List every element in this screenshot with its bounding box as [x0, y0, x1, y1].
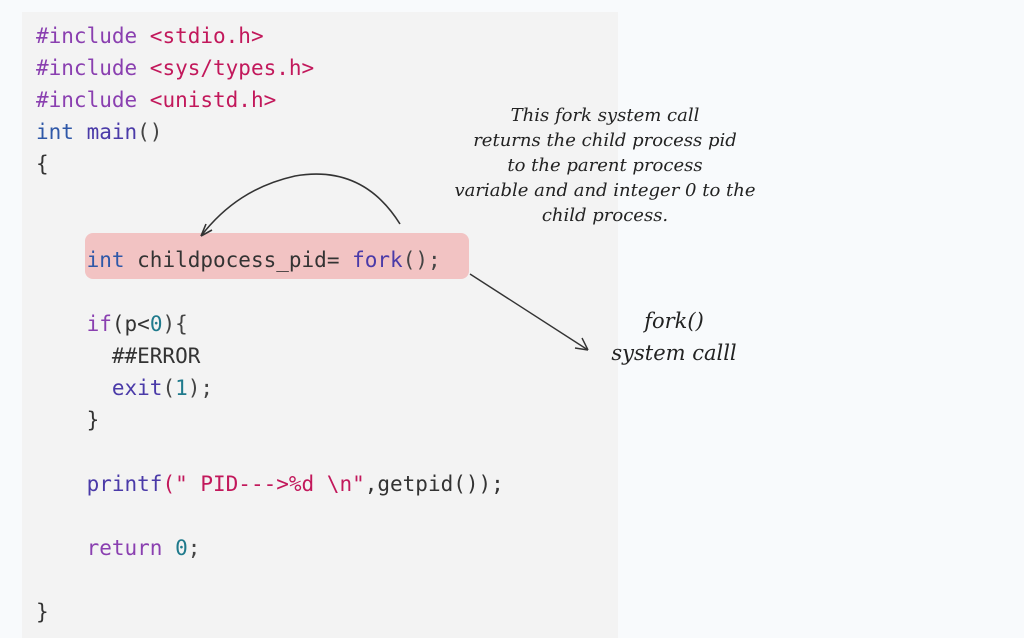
- code-token: <sys/types.h>: [149, 56, 315, 80]
- code-token: );: [187, 376, 214, 400]
- code-token: childpocess_pid: [137, 248, 327, 272]
- code-token: (" PID--->%d \n": [162, 472, 365, 496]
- code-line: [36, 436, 504, 468]
- code-token: }: [36, 600, 49, 624]
- code-line: [36, 564, 504, 596]
- code-token: {: [36, 152, 49, 176]
- code-line: #include <unistd.h>: [36, 84, 504, 116]
- code-line: [36, 276, 504, 308]
- code-line: [36, 500, 504, 532]
- code-line: }: [36, 404, 504, 436]
- fork-explanation-note: This fork system call returns the child …: [454, 105, 756, 226]
- code-token: ){: [162, 312, 188, 336]
- code-token: #include: [36, 88, 150, 112]
- code-token: =: [326, 248, 353, 272]
- code-token: 1: [175, 376, 188, 400]
- code-token: ;: [187, 536, 201, 560]
- code-token: (): [137, 120, 163, 144]
- code-token: int: [36, 120, 87, 144]
- code-token: [36, 472, 87, 496]
- code-token: main: [86, 120, 138, 144]
- code-line: printf(" PID--->%d \n",getpid());: [36, 468, 504, 500]
- code-token: <unistd.h>: [149, 88, 277, 112]
- code-token: [36, 312, 87, 336]
- code-token: fork: [352, 248, 403, 272]
- code-token: return: [86, 536, 176, 560]
- code-token: 0: [175, 536, 188, 560]
- code-line: int main(): [36, 116, 504, 148]
- code-token: ();: [402, 248, 441, 272]
- code-token: [36, 536, 87, 560]
- code-token: (: [162, 376, 176, 400]
- code-token: #include: [36, 24, 150, 48]
- code-token: #include: [36, 56, 150, 80]
- code-token: exit: [111, 376, 163, 400]
- code-line: #include <sys/types.h>: [36, 52, 504, 84]
- code-token: printf: [86, 472, 163, 496]
- code-token: ##ERROR: [36, 344, 201, 368]
- fork-line-highlight: [85, 233, 469, 279]
- code-token: (p<: [111, 312, 150, 336]
- code-line: #include <stdio.h>: [36, 20, 504, 52]
- code-token: 0: [149, 312, 163, 336]
- code-line: {: [36, 148, 504, 180]
- fork-system-call-note: fork() system calll: [611, 309, 737, 365]
- code-line: return 0;: [36, 532, 504, 564]
- code-line: int childpocess_pid= fork();: [36, 244, 504, 276]
- code-token: if: [86, 312, 112, 336]
- code-line: ##ERROR: [36, 340, 504, 372]
- code-line: if(p<0){: [36, 308, 504, 340]
- code-token: [36, 248, 87, 272]
- code-token: [36, 376, 112, 400]
- code-block: #include <stdio.h>#include <sys/types.h>…: [36, 20, 504, 628]
- code-line: }: [36, 596, 504, 628]
- code-token: }: [36, 408, 100, 432]
- code-token: ,getpid());: [364, 472, 504, 496]
- code-line: exit(1);: [36, 372, 504, 404]
- code-token: <stdio.h>: [149, 24, 264, 48]
- code-token: int: [86, 248, 138, 272]
